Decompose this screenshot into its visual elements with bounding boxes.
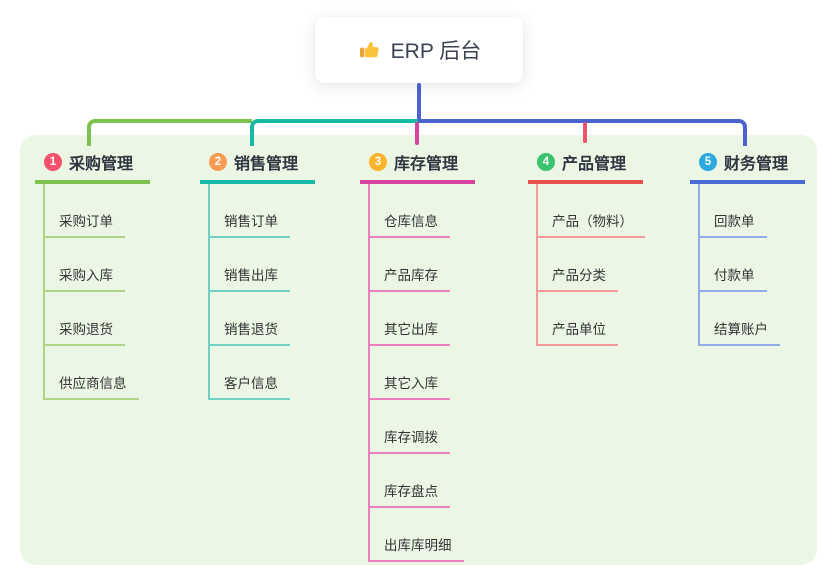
mindmap-child-node[interactable]: 客户信息 xyxy=(210,346,290,400)
branch-purchase: 1 采购管理 采购订单 采购入库 采购退货 供应商信息 xyxy=(35,150,150,400)
connector-root-stem xyxy=(417,83,421,121)
branch-title-label: 财务管理 xyxy=(724,156,789,173)
mindmap-child-node[interactable]: 其它出库 xyxy=(370,292,450,346)
branch-number-badge: 5 xyxy=(699,153,717,171)
branch-title[interactable]: 2 销售管理 xyxy=(200,150,315,184)
branch-title[interactable]: 1 采购管理 xyxy=(35,150,150,184)
mindmap-child-node[interactable]: 回款单 xyxy=(700,184,767,238)
mindmap-child-node[interactable]: 库存调拨 xyxy=(370,400,450,454)
branch-children: 回款单 付款单 结算账户 xyxy=(698,184,780,346)
mindmap-child-node[interactable]: 采购入库 xyxy=(45,238,125,292)
connector-branch-3 xyxy=(415,122,419,145)
branch-product: 4 产品管理 产品（物料） 产品分类 产品单位 xyxy=(528,150,645,346)
mindmap-child-node[interactable]: 销售出库 xyxy=(210,238,290,292)
mindmap-child-node[interactable]: 付款单 xyxy=(700,238,767,292)
branch-children: 产品（物料） 产品分类 产品单位 xyxy=(536,184,645,346)
connector-branch-4 xyxy=(583,122,587,143)
mindmap-child-node[interactable]: 出库库明细 xyxy=(370,508,464,562)
branch-number-badge: 4 xyxy=(537,153,555,171)
mindmap-child-node[interactable]: 采购退货 xyxy=(45,292,125,346)
mindmap-child-node[interactable]: 产品库存 xyxy=(370,238,450,292)
mindmap-child-node[interactable]: 采购订单 xyxy=(45,184,125,238)
connector-branch-1 xyxy=(87,119,252,146)
mindmap-child-node[interactable]: 供应商信息 xyxy=(45,346,139,400)
branch-children: 采购订单 采购入库 采购退货 供应商信息 xyxy=(43,184,139,400)
connector-branch-5 xyxy=(418,119,747,146)
connector-branch-2 xyxy=(250,119,419,146)
branch-sales: 2 销售管理 销售订单 销售出库 销售退货 客户信息 xyxy=(200,150,315,400)
branch-number-badge: 2 xyxy=(209,153,227,171)
mindmap-child-node[interactable]: 库存盘点 xyxy=(370,454,450,508)
mindmap-child-node[interactable]: 产品单位 xyxy=(538,292,618,346)
branch-title-label: 采购管理 xyxy=(69,156,134,173)
mindmap-child-node[interactable]: 销售退货 xyxy=(210,292,290,346)
mindmap-child-node[interactable]: 其它入库 xyxy=(370,346,450,400)
thumbs-up-icon xyxy=(359,42,379,58)
root-node-label: ERP 后台 xyxy=(390,40,482,63)
mindmap-child-node[interactable]: 结算账户 xyxy=(700,292,780,346)
root-node[interactable]: ERP 后台 xyxy=(315,17,523,83)
branch-children: 销售订单 销售出库 销售退货 客户信息 xyxy=(208,184,290,400)
branches-panel xyxy=(20,135,817,565)
branch-title-label: 产品管理 xyxy=(562,156,627,173)
mindmap-child-node[interactable]: 产品（物料） xyxy=(538,184,645,238)
branch-title[interactable]: 3 库存管理 xyxy=(360,150,475,184)
branch-number-badge: 1 xyxy=(44,153,62,171)
branch-title[interactable]: 5 财务管理 xyxy=(690,150,805,184)
branch-inventory: 3 库存管理 仓库信息 产品库存 其它出库 其它入库 库存调拨 库存盘点 出库库… xyxy=(360,150,475,562)
branch-finance: 5 财务管理 回款单 付款单 结算账户 xyxy=(690,150,805,346)
branch-title[interactable]: 4 产品管理 xyxy=(528,150,643,184)
mindmap-child-node[interactable]: 仓库信息 xyxy=(370,184,450,238)
branch-title-label: 销售管理 xyxy=(234,156,299,173)
mindmap-child-node[interactable]: 销售订单 xyxy=(210,184,290,238)
branch-number-badge: 3 xyxy=(369,153,387,171)
mindmap-child-node[interactable]: 产品分类 xyxy=(538,238,618,292)
branch-title-label: 库存管理 xyxy=(394,156,459,173)
branch-children: 仓库信息 产品库存 其它出库 其它入库 库存调拨 库存盘点 出库库明细 xyxy=(368,184,464,562)
